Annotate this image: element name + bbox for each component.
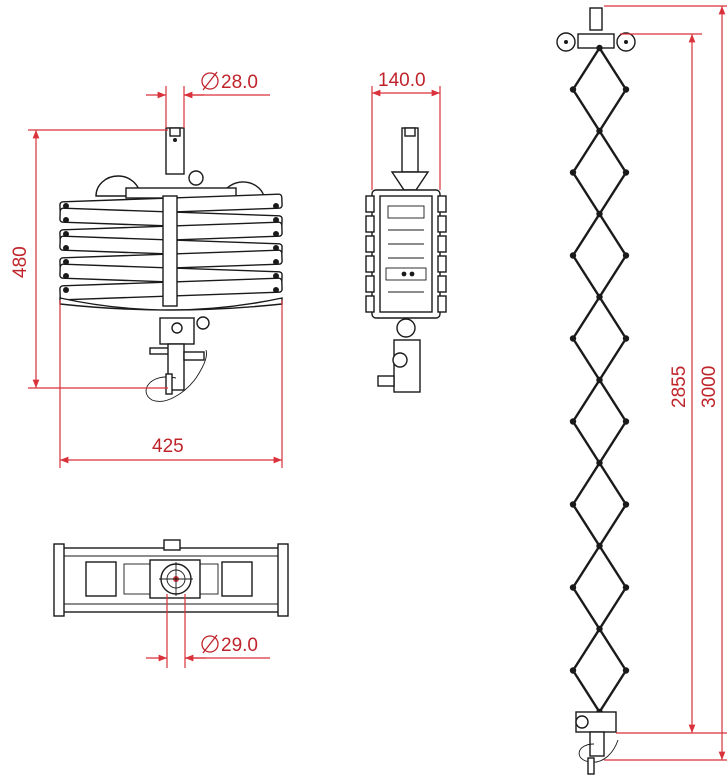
extended-dimensions: 2855 3000 <box>604 5 727 761</box>
bottom-diameter-label: 29.0 <box>221 635 258 656</box>
front-view <box>59 127 283 402</box>
extended-length-label: 2855 <box>669 366 690 408</box>
total-length-label: 3000 <box>699 366 720 408</box>
extended-scissor <box>569 44 630 716</box>
diameter-icon <box>201 634 219 654</box>
side-width-label: 140.0 <box>378 70 426 91</box>
side-chain-links <box>365 195 447 313</box>
front-width-label: 425 <box>152 436 184 457</box>
top-view <box>53 539 289 617</box>
extended-view <box>556 7 636 775</box>
front-dimensions: 28.0 480 425 <box>10 71 283 468</box>
top-diameter-label: 28.0 <box>221 72 258 93</box>
top-dimensions: 29.0 <box>146 594 270 668</box>
diameter-icon <box>201 71 219 91</box>
side-dimensions: 140.0 <box>371 70 441 190</box>
front-scissor-bars <box>59 193 283 311</box>
front-height-label: 480 <box>10 246 31 278</box>
side-view <box>365 127 447 393</box>
